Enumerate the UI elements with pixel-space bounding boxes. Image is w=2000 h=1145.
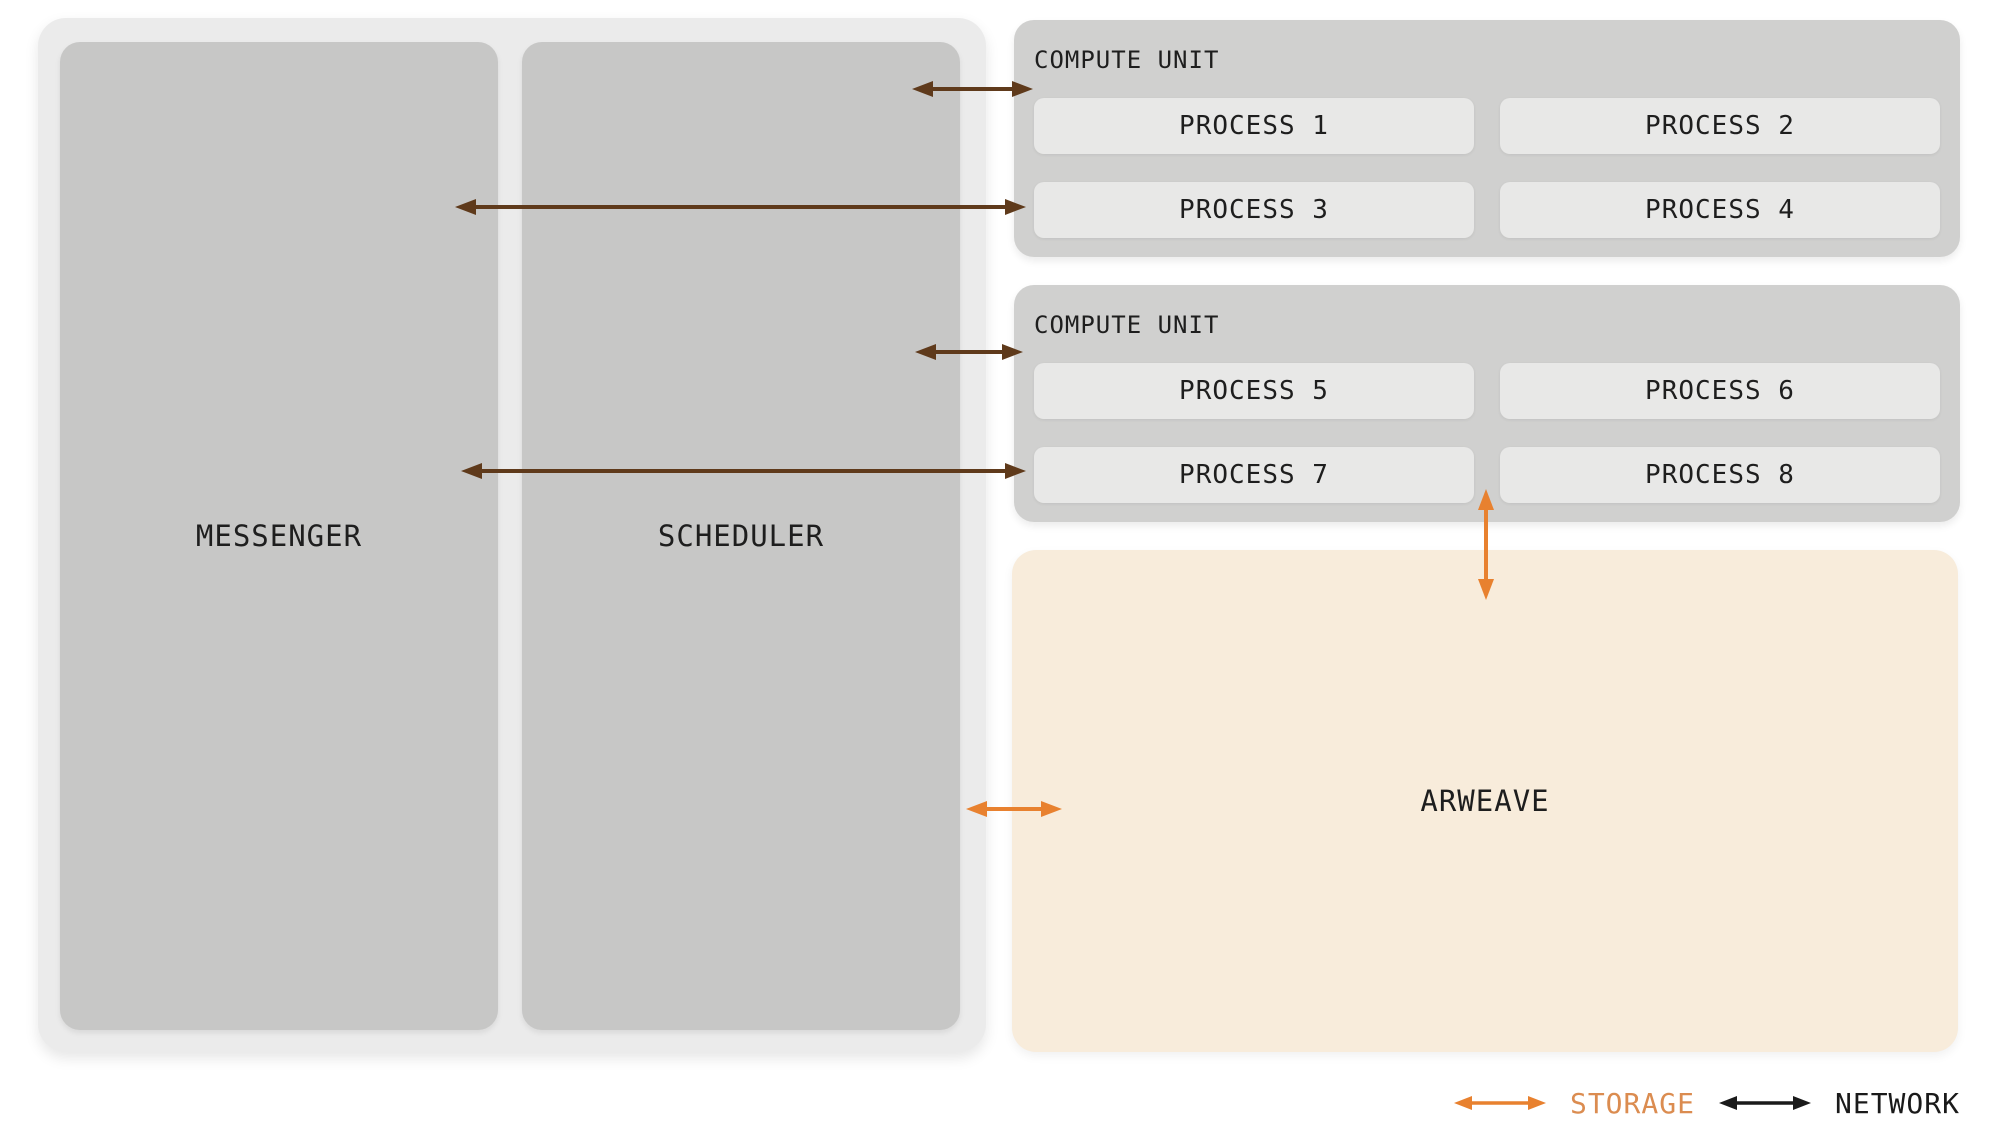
arweave-label: ARWEAVE	[1420, 784, 1550, 818]
process-6-box: PROCESS 6	[1500, 363, 1940, 419]
process-1-label: PROCESS 1	[1179, 111, 1329, 141]
network-arrow-icon	[1718, 1096, 1811, 1110]
process-7-label: PROCESS 7	[1179, 460, 1329, 490]
compute-unit-2-label: COMPUTE UNIT	[1034, 311, 1220, 339]
storage-arrow-icon	[1453, 1096, 1546, 1110]
scheduler-box: SCHEDULER	[522, 42, 960, 1030]
compute-unit-1: COMPUTE UNIT PROCESS 1 PROCESS 2 PROCESS…	[1014, 20, 1960, 257]
process-3-box: PROCESS 3	[1034, 182, 1474, 238]
process-1-box: PROCESS 1	[1034, 98, 1474, 154]
messenger-scheduler-container: MESSENGER SCHEDULER	[38, 18, 986, 1052]
process-6-label: PROCESS 6	[1645, 376, 1795, 406]
process-4-box: PROCESS 4	[1500, 182, 1940, 238]
process-5-label: PROCESS 5	[1179, 376, 1329, 406]
process-4-label: PROCESS 4	[1645, 195, 1795, 225]
process-5-box: PROCESS 5	[1034, 363, 1474, 419]
process-2-label: PROCESS 2	[1645, 111, 1795, 141]
process-3-label: PROCESS 3	[1179, 195, 1329, 225]
process-2-box: PROCESS 2	[1500, 98, 1940, 154]
compute-unit-1-label: COMPUTE UNIT	[1034, 46, 1220, 74]
process-8-label: PROCESS 8	[1645, 460, 1795, 490]
legend-storage-label: STORAGE	[1569, 1086, 1695, 1120]
compute-unit-2: COMPUTE UNIT PROCESS 5 PROCESS 6 PROCESS…	[1014, 285, 1960, 522]
process-8-box: PROCESS 8	[1500, 447, 1940, 503]
messenger-label: MESSENGER	[195, 519, 363, 553]
process-7-box: PROCESS 7	[1034, 447, 1474, 503]
scheduler-label: SCHEDULER	[657, 519, 825, 553]
legend-network-label: NETWORK	[1834, 1086, 1960, 1120]
messenger-box: MESSENGER	[60, 42, 498, 1030]
arweave-box: ARWEAVE	[1012, 550, 1958, 1052]
legend: STORAGE NETWORK	[1452, 1085, 1960, 1121]
